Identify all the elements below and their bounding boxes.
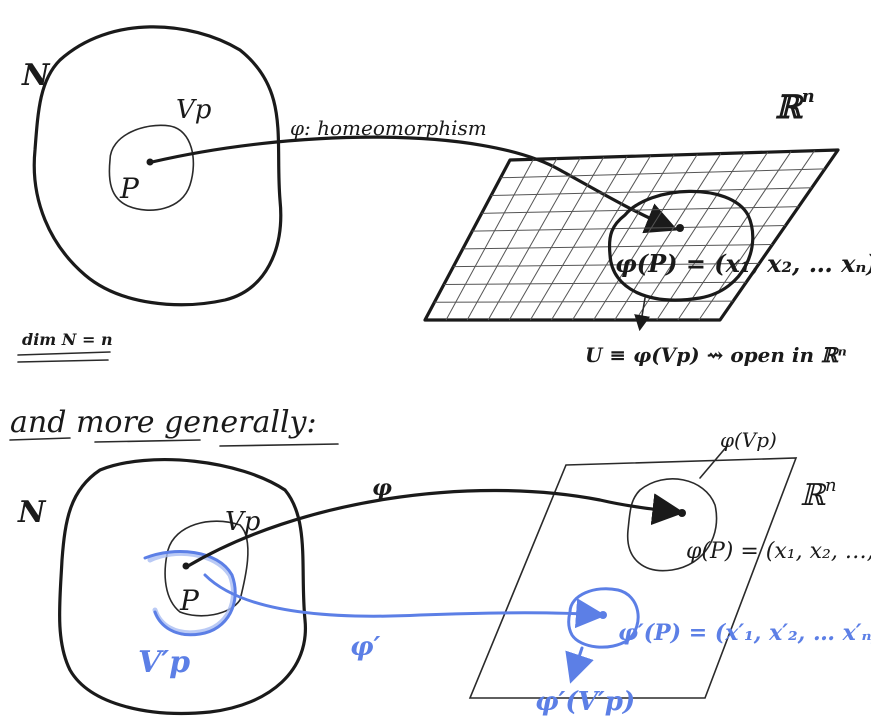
bottom-neighborhood2: [143, 549, 237, 637]
grid-line-v-7: [572, 154, 675, 321]
grid-line-h-6: [453, 262, 760, 268]
grid-line-h-5: [462, 243, 773, 250]
top-neighborhood-label: Vp: [176, 95, 212, 125]
bottom-point: [182, 562, 190, 570]
bottom-image-set2-label: φ′(V′p): [535, 687, 635, 717]
bottom-neighborhood2-label: V′p: [138, 645, 190, 680]
bottom-map2-arrow: [203, 573, 606, 629]
top-diagram: N Vp P φ: homeomorphism ℝn φ(P) = (x₁, x…: [17, 25, 871, 367]
bottom-image-set2: [567, 587, 640, 649]
top-neighborhood: [108, 124, 195, 211]
grid-line-v-12: [677, 151, 792, 321]
bottom-diagram: N Vp V′p P ℝn φ(Vp) φ φ(P) = (x₁, x₂, …,…: [17, 428, 871, 717]
top-map-label: φ: homeomorphism: [290, 116, 487, 140]
bottom-space-label: ℝn: [800, 475, 837, 513]
top-manifold-label: N: [21, 58, 51, 93]
bottom-image-point: [678, 509, 686, 517]
bottom-map-arrow: [186, 488, 685, 568]
top-open-set-pointer: [634, 297, 650, 332]
top-open-set-label: U ≡ φ(Vp) ⇝ open in ℝⁿ: [585, 343, 847, 367]
grid-line-v-8: [593, 154, 698, 321]
section-heading: and more generally:: [10, 405, 317, 440]
bottom-image-point-label: φ(P) = (x₁, x₂, …, xₙ): [686, 539, 871, 564]
bottom-map-label: φ: [372, 475, 392, 501]
bottom-manifold-label: N: [17, 495, 47, 530]
bottom-image-point2-label: φ′(P) = (x′₁, x′₂, … x′ₙ): [618, 620, 871, 646]
dim-label: dim N = n: [22, 330, 113, 349]
top-image-point: [676, 224, 684, 232]
top-point-label: P: [119, 172, 140, 205]
top-space-label: ℝn: [775, 86, 815, 126]
top-point: [146, 158, 154, 166]
grid-line-v-11: [656, 151, 769, 321]
bottom-point-label: P: [179, 584, 200, 617]
bottom-manifold-blob: [57, 458, 307, 716]
top-manifold-blob: [32, 25, 283, 307]
grid-line-v-6: [551, 155, 651, 321]
bottom-image-point2: [599, 611, 607, 619]
grid-line-v-2: [466, 158, 558, 321]
bottom-image-set-label: φ(Vp): [720, 428, 777, 452]
grid-line-h-7: [443, 281, 747, 285]
bottom-plane: [468, 457, 798, 699]
bottom-image-set: [626, 478, 718, 572]
grid-line-h-2: [491, 187, 812, 197]
top-map-arrow: [150, 135, 678, 234]
bottom-neighborhood: [164, 520, 249, 617]
grid-line-h-1: [500, 168, 825, 179]
dim-underline: [17, 351, 111, 363]
bottom-map2-label: φ′: [350, 632, 381, 662]
grid-line-v-1: [445, 159, 534, 321]
bottom-image-set2-pointer: [565, 646, 594, 684]
top-image-point-label: φ(P) = (x₁, x₂, … xₙ): [615, 249, 871, 278]
grid-line-v-4: [508, 156, 605, 321]
grid-line-v-10: [635, 152, 745, 321]
bottom-neighborhood2-glow: [147, 550, 236, 636]
top-plane-grid: [434, 150, 825, 321]
grid-line-v-3: [487, 157, 581, 321]
section-heading-underline: [9, 437, 339, 447]
grid-line-v-9: [614, 153, 722, 321]
bottom-image-set-pointer: [699, 444, 729, 479]
grid-line-h-8: [434, 300, 734, 303]
grid-line-h-4: [472, 225, 786, 232]
grid-line-h-3: [481, 206, 799, 214]
grid-line-v-5: [529, 156, 628, 321]
top-open-set: [607, 189, 755, 302]
